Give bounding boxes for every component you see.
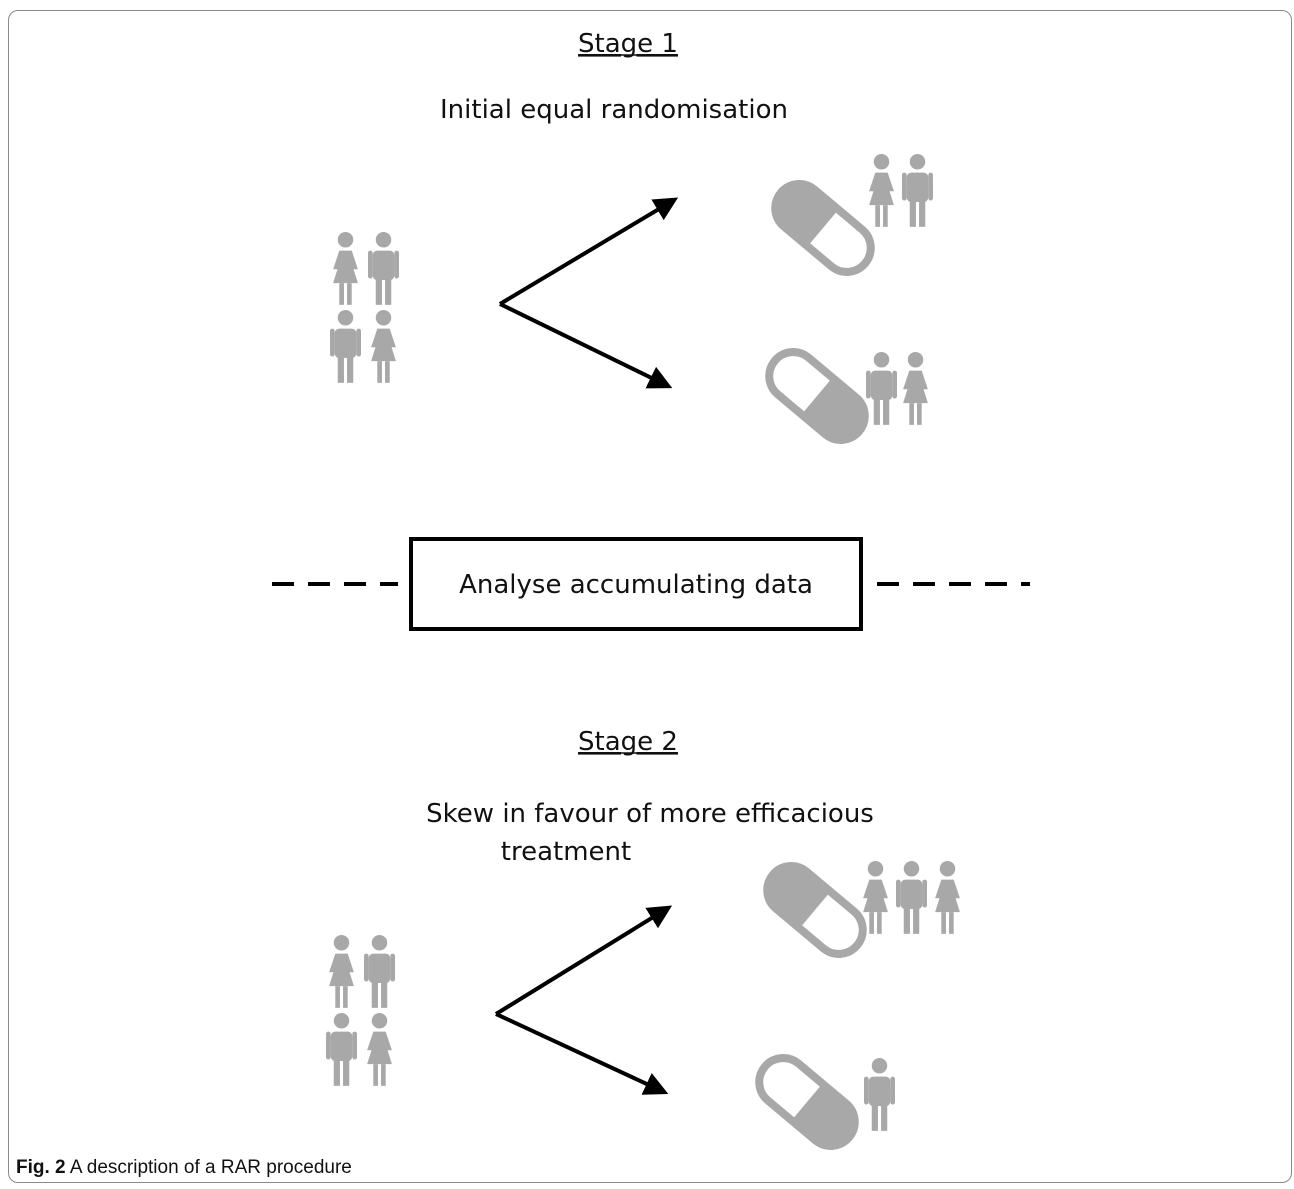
stage2-lower-arm-participants <box>864 1058 895 1131</box>
analysis-box <box>409 537 863 631</box>
stage1-arrow-upper <box>498 197 679 306</box>
pill-capsule-icon <box>765 174 880 281</box>
stage2-subtitle-line1: Skew in favour of more efficacious <box>426 799 874 829</box>
stage1-participants-group <box>330 232 399 383</box>
stage2-subtitle-line2: treatment <box>501 837 631 867</box>
figure-caption: Fig. 2 A description of a RAR procedure <box>16 1157 352 1179</box>
stage1-heading: Stage 1 <box>578 29 678 59</box>
stage2-arrow-lower <box>495 1012 669 1095</box>
figure-caption-text: A description of a RAR procedure <box>69 1157 352 1178</box>
stage1-lower-arm-participants <box>866 352 928 425</box>
stage2-heading: Stage 2 <box>578 727 678 757</box>
figure-frame <box>8 10 1292 1183</box>
stage2-arrow-upper <box>494 905 673 1016</box>
stage2-participants-group <box>326 935 395 1086</box>
pill-capsule-icon <box>759 342 874 449</box>
figure-caption-label: Fig. 2 <box>16 1157 66 1178</box>
pill-capsule-icon <box>749 1048 864 1155</box>
analysis-box-label: Analyse accumulating data <box>459 570 813 600</box>
stage1-subtitle: Initial equal randomisation <box>440 95 788 125</box>
stage1-upper-arm-participants <box>869 154 933 227</box>
pill-capsule-icon <box>757 856 872 963</box>
stage2-upper-arm-participants <box>863 861 960 934</box>
stage1-arrow-lower <box>499 302 673 389</box>
